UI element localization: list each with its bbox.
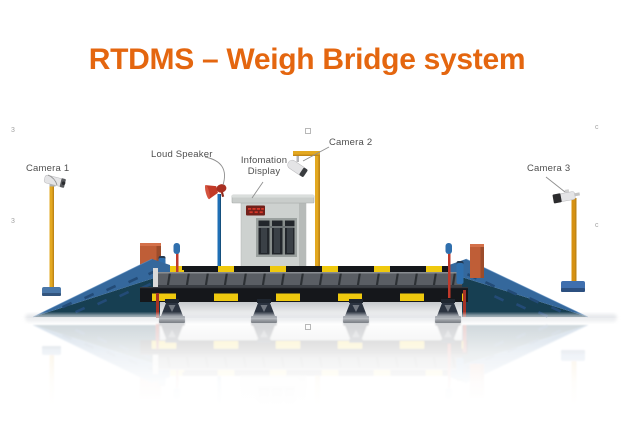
loud-speaker-label: Loud Speaker bbox=[151, 149, 213, 160]
right-barrier-pillar bbox=[470, 244, 484, 278]
camera-2-label: Camera 2 bbox=[329, 137, 373, 148]
page-title: RTDMS – Weigh Bridge system bbox=[88, 43, 526, 77]
information-display-label-line2: Display bbox=[247, 166, 281, 177]
camera-1-pole bbox=[42, 186, 61, 296]
right-sensor-post bbox=[445, 243, 452, 298]
loud-speaker-icon bbox=[204, 184, 227, 200]
right-ramp-treads bbox=[466, 273, 562, 318]
information-display-label-line1: Infomation bbox=[240, 155, 288, 166]
camera-1-label: Camera 1 bbox=[26, 163, 70, 174]
artifact-square bbox=[305, 324, 311, 330]
camera-3-icon bbox=[552, 189, 580, 204]
weigh-bridge-scene bbox=[32, 146, 589, 323]
front-hazard-curb bbox=[140, 287, 468, 318]
camera-2-icon bbox=[287, 156, 308, 177]
right-bollard bbox=[456, 261, 464, 284]
artifact-mark: c bbox=[595, 222, 599, 229]
artifact-square bbox=[305, 128, 311, 134]
artifact-mark: 3 bbox=[11, 218, 15, 225]
rear-hazard-curb bbox=[156, 266, 462, 276]
camera-2-pole bbox=[293, 151, 320, 272]
loud-speaker-pole bbox=[217, 194, 221, 272]
camera-1-icon bbox=[43, 174, 66, 188]
left-sensor-post bbox=[169, 243, 184, 275]
reflection-fade bbox=[0, 318, 642, 435]
information-display-label: Infomation Display bbox=[237, 155, 291, 177]
led-display bbox=[246, 205, 265, 216]
booth-window bbox=[256, 218, 297, 257]
left-ramp bbox=[32, 258, 170, 318]
weighbridge-deck bbox=[153, 268, 462, 292]
camera-3-label: Camera 3 bbox=[527, 163, 571, 174]
artifact-mark: 3 bbox=[11, 127, 15, 134]
information-display-booth bbox=[231, 194, 315, 274]
artifact-mark: c bbox=[595, 124, 599, 131]
leader-lines bbox=[47, 146, 566, 199]
camera-3-pole bbox=[561, 198, 585, 292]
